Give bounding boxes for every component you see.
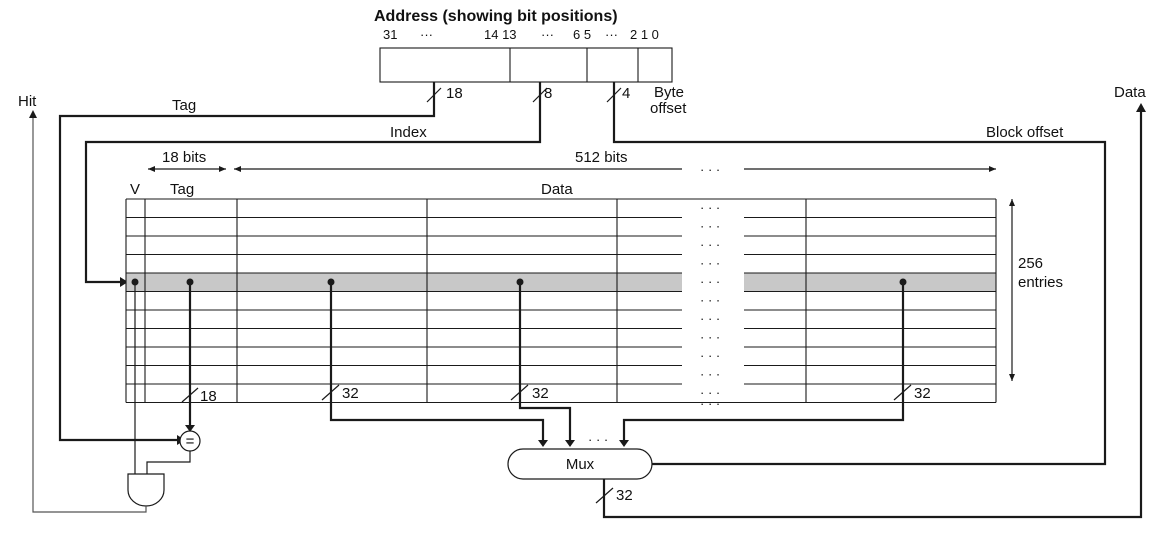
row-ellipsis: · · · — [700, 219, 720, 234]
hit-arrowhead — [29, 110, 37, 118]
data-out-label: Data — [1114, 84, 1146, 101]
v-column-header: V — [130, 181, 140, 198]
word0-wire — [321, 278, 548, 447]
word-last-width: 32 — [914, 385, 931, 402]
selected-row-gap — [682, 273, 744, 292]
word-last-wire — [619, 278, 912, 447]
word1-wire — [510, 278, 575, 447]
byte-offset-label-2: offset — [650, 100, 687, 117]
address-register — [379, 47, 673, 83]
bit-14-13: 14 13 — [484, 27, 517, 42]
entries-label: entries — [1018, 274, 1063, 291]
mux-output-wire — [595, 103, 1146, 519]
mux-output-width: 32 — [616, 487, 633, 504]
bit-31: 31 — [383, 27, 397, 42]
tag-field-wire — [58, 82, 442, 445]
row-ellipsis: · · · — [700, 385, 720, 400]
tag-width-label: 18 bits — [162, 149, 206, 166]
bit-dots-c: ··· — [605, 27, 618, 42]
hit-output-wire — [32, 118, 147, 513]
word1-width: 32 — [532, 385, 549, 402]
block-offset-field-wire — [606, 82, 1107, 466]
tag-width-dimension — [148, 166, 226, 172]
row-ellipsis: · · · — [700, 311, 720, 326]
cache-table: · · · · · · · · · · · · · · · · · · · · · · · ·… — [125, 198, 997, 404]
comparator-to-and-wire — [146, 451, 191, 474]
index-field-width: 8 — [544, 85, 552, 102]
block-offset-label: Block offset — [986, 124, 1064, 141]
row-ellipsis: · · · — [700, 348, 720, 363]
row-ellipsis: · · · — [700, 367, 720, 382]
bit-dots-a: ··· — [420, 27, 433, 42]
below-table-ellipsis: · · · — [700, 396, 720, 411]
row-ellipsis: · · · — [700, 293, 720, 308]
mux-label: Mux — [566, 456, 595, 473]
data-column-header: Data — [541, 181, 573, 198]
diagram-title: Address (showing bit positions) — [374, 8, 618, 25]
tag-out-width: 18 — [200, 388, 217, 405]
mux-input-ellipsis: · · · — [588, 432, 608, 447]
bit-dots-b: ··· — [541, 27, 554, 42]
tag-column-header: Tag — [170, 181, 194, 198]
data-width-dimension — [234, 166, 996, 172]
bit-6-5: 6 5 — [573, 27, 591, 42]
bit-2-1-0: 2 1 0 — [630, 27, 659, 42]
row-ellipsis: · · · — [700, 330, 720, 345]
byte-offset-label-1: Byte — [654, 84, 684, 101]
index-field-wire — [84, 82, 548, 287]
tag-label: Tag — [172, 97, 196, 114]
entries-dimension — [1009, 199, 1015, 381]
row-ellipsis: · · · — [700, 256, 720, 271]
block-offset-field-width: 4 — [622, 85, 630, 102]
and-gate — [127, 473, 165, 507]
data-width-ellipsis: · · · — [700, 162, 720, 177]
entries-count: 256 — [1018, 255, 1043, 272]
word0-width: 32 — [342, 385, 359, 402]
tag-field-width: 18 — [446, 85, 463, 102]
hit-label: Hit — [18, 93, 37, 110]
mux — [507, 448, 653, 480]
selected-row-highlight — [126, 273, 996, 292]
row-ellipsis: · · · — [700, 237, 720, 252]
row-ellipsis: · · · — [700, 200, 720, 215]
index-label: Index — [390, 124, 427, 141]
valid-bit-wire — [131, 278, 139, 474]
data-width-label: 512 bits — [575, 149, 628, 166]
row-ellipsis: · · · — [700, 274, 720, 289]
comparator-symbol: = — [186, 433, 195, 450]
tag-out-wire — [181, 278, 199, 432]
